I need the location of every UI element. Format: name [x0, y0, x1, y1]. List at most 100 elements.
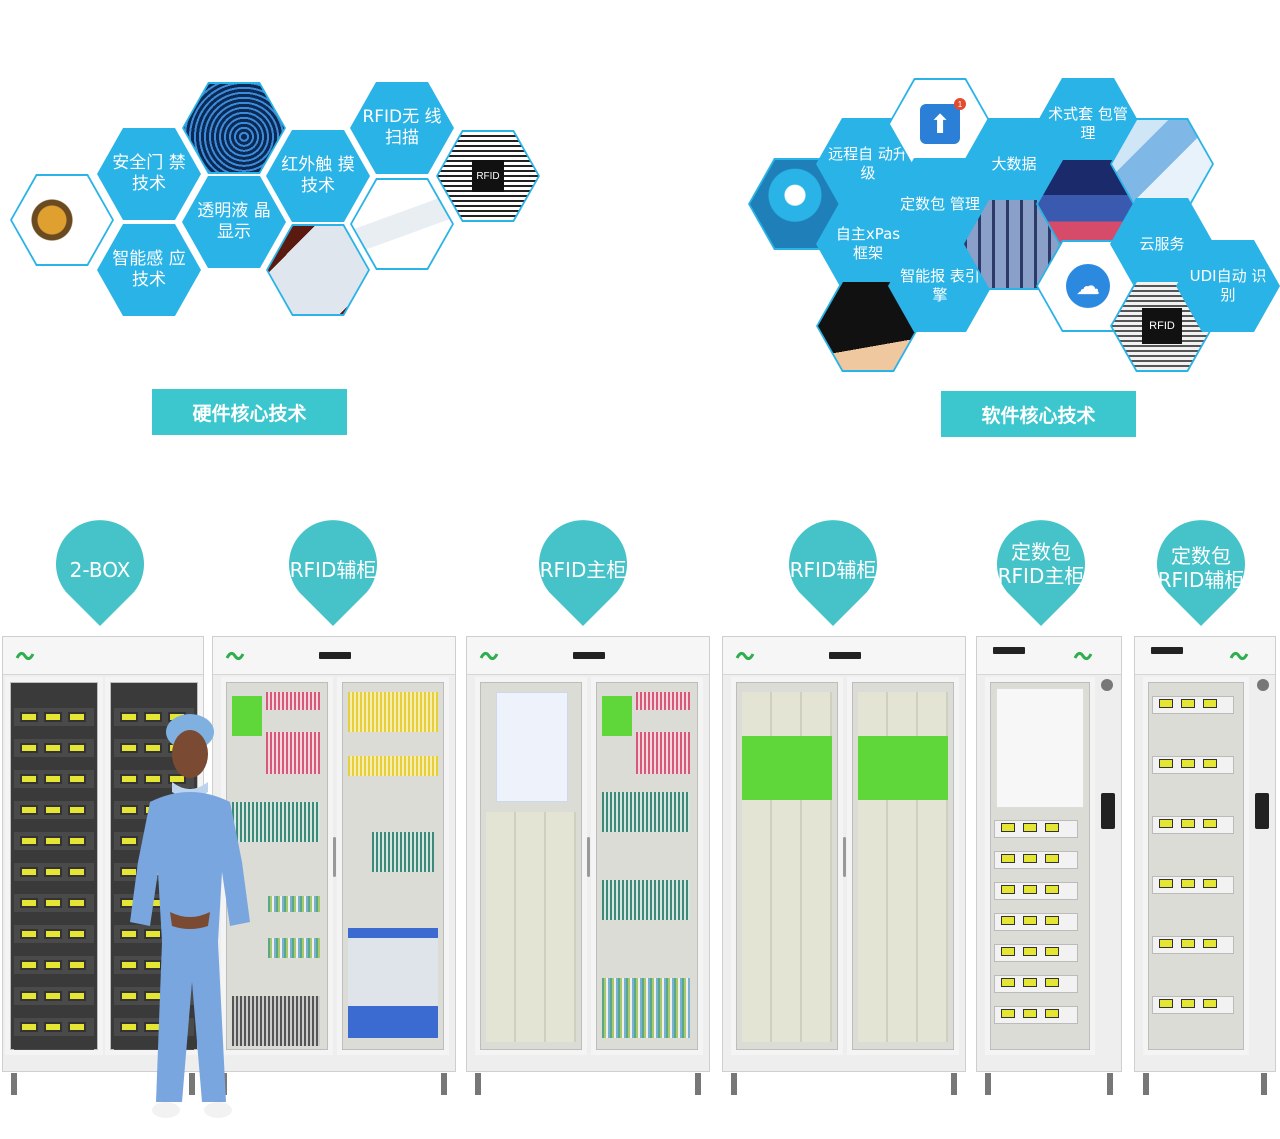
- bin-label-tag: [68, 898, 86, 908]
- bin-label-tag: [44, 712, 62, 722]
- bin-label-tag: [1001, 823, 1015, 832]
- screen-image-hex: [266, 224, 370, 316]
- pin-rfid-aux-2: RFID辅柜: [787, 518, 879, 628]
- cabinet-left-door[interactable]: [731, 677, 843, 1055]
- pin-fixed-rfid-main: 定数包 RFID主柜: [995, 518, 1087, 628]
- door-handle[interactable]: [843, 837, 846, 877]
- storage-bin-row: [14, 739, 94, 757]
- bin-label-tag: [44, 774, 62, 784]
- cabinet-rfid-aux-2: [722, 636, 966, 1095]
- bin-label-tag: [168, 774, 186, 784]
- cabinet-door[interactable]: [1143, 677, 1249, 1055]
- cabinet-left-door[interactable]: [475, 677, 587, 1055]
- bin-label-tag: [1159, 879, 1173, 888]
- bin-label-tag: [120, 836, 138, 846]
- cabinet-leg: [475, 1073, 481, 1095]
- door-handle[interactable]: [333, 837, 336, 877]
- bin-label-tag: [68, 774, 86, 784]
- bin-label-tag: [1181, 939, 1195, 948]
- brand-logo-icon: [1073, 651, 1093, 661]
- bin-label-tag: [68, 805, 86, 815]
- cloud-icon: ☁: [1066, 264, 1110, 308]
- pin-fixed-rfid-aux-label: 定数包 RFID辅柜: [1157, 544, 1245, 592]
- bin-label-tag: [68, 712, 86, 722]
- pin-fixed-rfid-main-label: 定数包 RFID主柜: [997, 540, 1085, 588]
- package-bin-row: [1152, 816, 1234, 834]
- brand-logo-icon: [735, 651, 755, 661]
- bin-label-tag: [44, 898, 62, 908]
- package-bin-row: [1152, 996, 1234, 1014]
- software-core-tech-label: 软件核心技术: [941, 391, 1136, 437]
- bin-label-tag: [1023, 947, 1037, 956]
- cabinet-right-door[interactable]: [337, 677, 449, 1055]
- nurse-figure-image: [130, 714, 250, 1118]
- bin-label-tag: [1181, 759, 1195, 768]
- transparent-lcd-screen: [996, 688, 1084, 808]
- notification-badge: 1: [954, 98, 966, 110]
- cabinet-rfid-main: [466, 636, 710, 1095]
- cabinet-right-door[interactable]: [591, 677, 703, 1055]
- hardware-core-tech-label: 硬件核心技术: [152, 389, 347, 435]
- storage-bin-row: [14, 770, 94, 788]
- cabinet-leg: [11, 1073, 17, 1095]
- rfid-chip-hex-software: RFID: [1110, 280, 1214, 372]
- bin-label-tag: [44, 836, 62, 846]
- bin-label-tag: [68, 1053, 86, 1055]
- bin-label-tag: [68, 867, 86, 877]
- bin-label-tag: [1023, 916, 1037, 925]
- bin-label-tag: [1181, 999, 1195, 1008]
- bin-label-tag: [1001, 885, 1015, 894]
- bin-label-tag: [1045, 1009, 1059, 1018]
- cabinet-rfid-aux-1: [212, 636, 456, 1095]
- cabinet-door[interactable]: [985, 677, 1095, 1055]
- bin-label-tag: [144, 960, 162, 970]
- camera-icon: [1101, 679, 1113, 691]
- bin-label-tag: [44, 929, 62, 939]
- door-handle[interactable]: [587, 837, 590, 877]
- bin-label-tag: [120, 712, 138, 722]
- bin-label-tag: [1203, 699, 1217, 708]
- bin-label-tag: [20, 712, 38, 722]
- bin-label-tag: [120, 991, 138, 1001]
- connector-image-hex: [10, 174, 114, 266]
- bin-label-tag: [68, 929, 86, 939]
- cabinet-2box-left-door[interactable]: [5, 677, 103, 1055]
- package-bin-row: [994, 851, 1078, 869]
- storage-bin-row: [14, 956, 94, 974]
- storage-bin-row: [14, 863, 94, 881]
- package-bin-row: [1152, 876, 1234, 894]
- fingerprint-reader-icon[interactable]: [1255, 793, 1269, 829]
- hex-udi-recognition: [1176, 240, 1280, 332]
- cabinet-leg: [441, 1073, 447, 1095]
- bin-label-tag: [144, 743, 162, 753]
- bin-label-tag: [1159, 999, 1173, 1008]
- fingerprint-reader-icon[interactable]: [1101, 793, 1115, 829]
- cloud-screens-image-hex: [1110, 118, 1214, 210]
- storage-bin-row: [14, 925, 94, 943]
- bin-label-tag: [44, 867, 62, 877]
- storage-bin-row: [14, 894, 94, 912]
- card-slot: [829, 652, 861, 659]
- bin-label-tag: [20, 991, 38, 1001]
- rfid-chip-icon: RFID: [472, 160, 504, 192]
- bin-label-tag: [20, 805, 38, 815]
- bin-label-tag: [1023, 978, 1037, 987]
- package-bin-row: [994, 820, 1078, 838]
- package-bin-row: [994, 1006, 1078, 1024]
- cabinet-left-door[interactable]: [221, 677, 333, 1055]
- pin-rfid-main: RFID主柜: [537, 518, 629, 628]
- bin-label-tag: [120, 805, 138, 815]
- bin-label-tag: [1181, 819, 1195, 828]
- bin-label-tag: [1159, 939, 1173, 948]
- cabinet-right-door[interactable]: [847, 677, 959, 1055]
- cabinet-leg: [1107, 1073, 1113, 1095]
- package-bin-row: [994, 882, 1078, 900]
- package-bin-row: [1152, 756, 1234, 774]
- bin-label-tag: [44, 960, 62, 970]
- hex-transparent-lcd: [182, 176, 286, 268]
- bin-label-tag: [144, 929, 162, 939]
- cabinet-leg: [951, 1073, 957, 1095]
- bin-label-tag: [1001, 854, 1015, 863]
- cabinet-top-panel: [723, 637, 965, 675]
- rfid-chip-hex: RFID: [436, 130, 540, 222]
